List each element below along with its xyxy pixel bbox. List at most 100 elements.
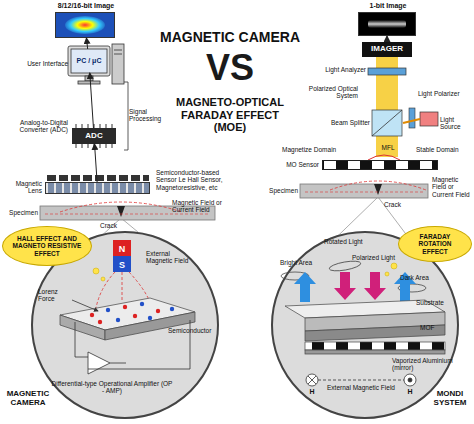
charge-carriers [156, 309, 160, 313]
part-label: MFL [378, 144, 398, 151]
thought-dots [101, 277, 105, 281]
mo-sensor-domains [322, 155, 438, 170]
specimen-left [45, 214, 210, 215]
effect-cloud: HALL EFFECT AND MAGNETO RESISTIVE EFFECT [2, 226, 92, 266]
zoom-circle-text: MAGNETIC CAMERA [4, 390, 52, 408]
magnetic-lens [83, 175, 92, 181]
charge-carriers [90, 313, 94, 317]
mof-layers [305, 350, 445, 354]
magnetic-lens [47, 175, 149, 181]
signal-arrow [86, 38, 87, 49]
magnetic-lens [71, 175, 80, 181]
adc-chip-text: ADC [85, 132, 102, 141]
computer-symbol [68, 44, 124, 84]
part-label: Specimen [2, 209, 38, 216]
charge-carriers [133, 314, 137, 318]
magnet-symbol [96, 272, 115, 308]
charge-carriers [170, 307, 174, 311]
computer-box: PC / μC [71, 49, 107, 73]
magnet-symbol [113, 256, 131, 272]
magnetic-lens [131, 175, 140, 181]
field-symbols [308, 376, 316, 384]
chip-pins [82, 144, 83, 148]
effect-cloud-text: FARADAY ROTATION EFFECT [407, 233, 463, 255]
magnetic-lens [107, 175, 116, 181]
op-amp-symbol [88, 352, 110, 374]
part-label: Bright Area [280, 259, 314, 266]
optical-system [368, 68, 406, 75]
charge-carriers [116, 318, 120, 322]
specimen-right [305, 192, 424, 193]
charge-carriers [140, 302, 144, 306]
part-label: Substrate [416, 299, 456, 306]
sensor-array [45, 182, 150, 194]
semiconductor-slab [105, 312, 195, 340]
zoom-circle-fill [31, 231, 459, 419]
mo-sensor: MO Sensor [322, 160, 438, 170]
signal-arrow [95, 144, 98, 182]
specimen-left [117, 206, 125, 217]
binary-image [358, 12, 416, 36]
heatmap-image [65, 16, 105, 34]
part-label: Magnetic Field or Current Field [172, 199, 230, 214]
binary-image [368, 20, 406, 28]
magnetic-lens [95, 175, 104, 181]
chip-pins [76, 144, 77, 148]
part-label: S [113, 260, 131, 270]
chip-pins [94, 144, 95, 148]
specimen-right [374, 184, 382, 195]
heading-text: MAGNETIC CAMERA [140, 30, 320, 44]
part-label: Polarized Optical System [300, 85, 358, 100]
magnetic-lens [47, 175, 56, 181]
mo-sensor-text: MO Sensor [279, 161, 319, 168]
sensor-array [45, 182, 150, 194]
light-arrows [334, 272, 356, 300]
computer-symbol [112, 44, 124, 84]
signal-arrow [90, 73, 94, 128]
light-arrows [364, 272, 386, 300]
computer-symbol [68, 46, 110, 76]
specimen-right [330, 181, 426, 190]
part-label: Semiconductor [168, 327, 218, 334]
image-box: 8/12/16-bit Image [55, 12, 115, 38]
part-label: N [113, 244, 131, 254]
thought-dots [391, 263, 397, 269]
part-label: External Magnetic Field [326, 384, 396, 391]
part-label: Stable Domain [416, 146, 472, 153]
part-label: Magnetic Lens [2, 180, 42, 195]
part-label: H [306, 388, 318, 396]
part-label: User Interface [18, 60, 68, 67]
light-arrows [294, 272, 416, 302]
force-arrow [72, 300, 98, 311]
part-label: MOF [420, 324, 450, 331]
computer-box-text: PC / μC [77, 57, 102, 65]
part-label: Light Source [440, 116, 474, 131]
effect-cloud-text: HALL EFFECT AND MAGNETO RESISTIVE EFFECT [11, 235, 83, 257]
light-ellipses [329, 259, 362, 272]
computer-symbol [78, 81, 100, 84]
specimen-left [60, 202, 182, 212]
imager-box: IMAGER [362, 42, 412, 57]
field-symbols [404, 374, 416, 386]
charge-carriers [123, 305, 127, 309]
part-label: Vaporized Aluminium (mirror) [392, 357, 456, 372]
zoom-circle-text: MONDI SYSTEM [424, 390, 474, 408]
charge-carriers [106, 308, 110, 312]
field-symbols [306, 374, 318, 386]
part-label: Rotated Light [324, 238, 374, 245]
part-label: Polarized Light [352, 254, 406, 261]
light-arrows [294, 272, 316, 302]
image-box: 1-bit Image [358, 12, 416, 36]
part-label: External Magnetic Field [146, 250, 198, 265]
mof-layers [305, 342, 445, 350]
magnetic-lens [119, 175, 128, 181]
computer-symbol [71, 49, 107, 73]
sensor-array: Semiconductor-based Sensor Le Hall Senso… [45, 182, 150, 194]
optical-system [372, 110, 402, 136]
part-label: Dark Area [400, 274, 434, 281]
part-label: Crack [384, 201, 414, 208]
part-label: Beam Splitter [316, 119, 370, 126]
chip-pins [106, 144, 107, 148]
part-label: Light Polarizer [418, 90, 472, 97]
